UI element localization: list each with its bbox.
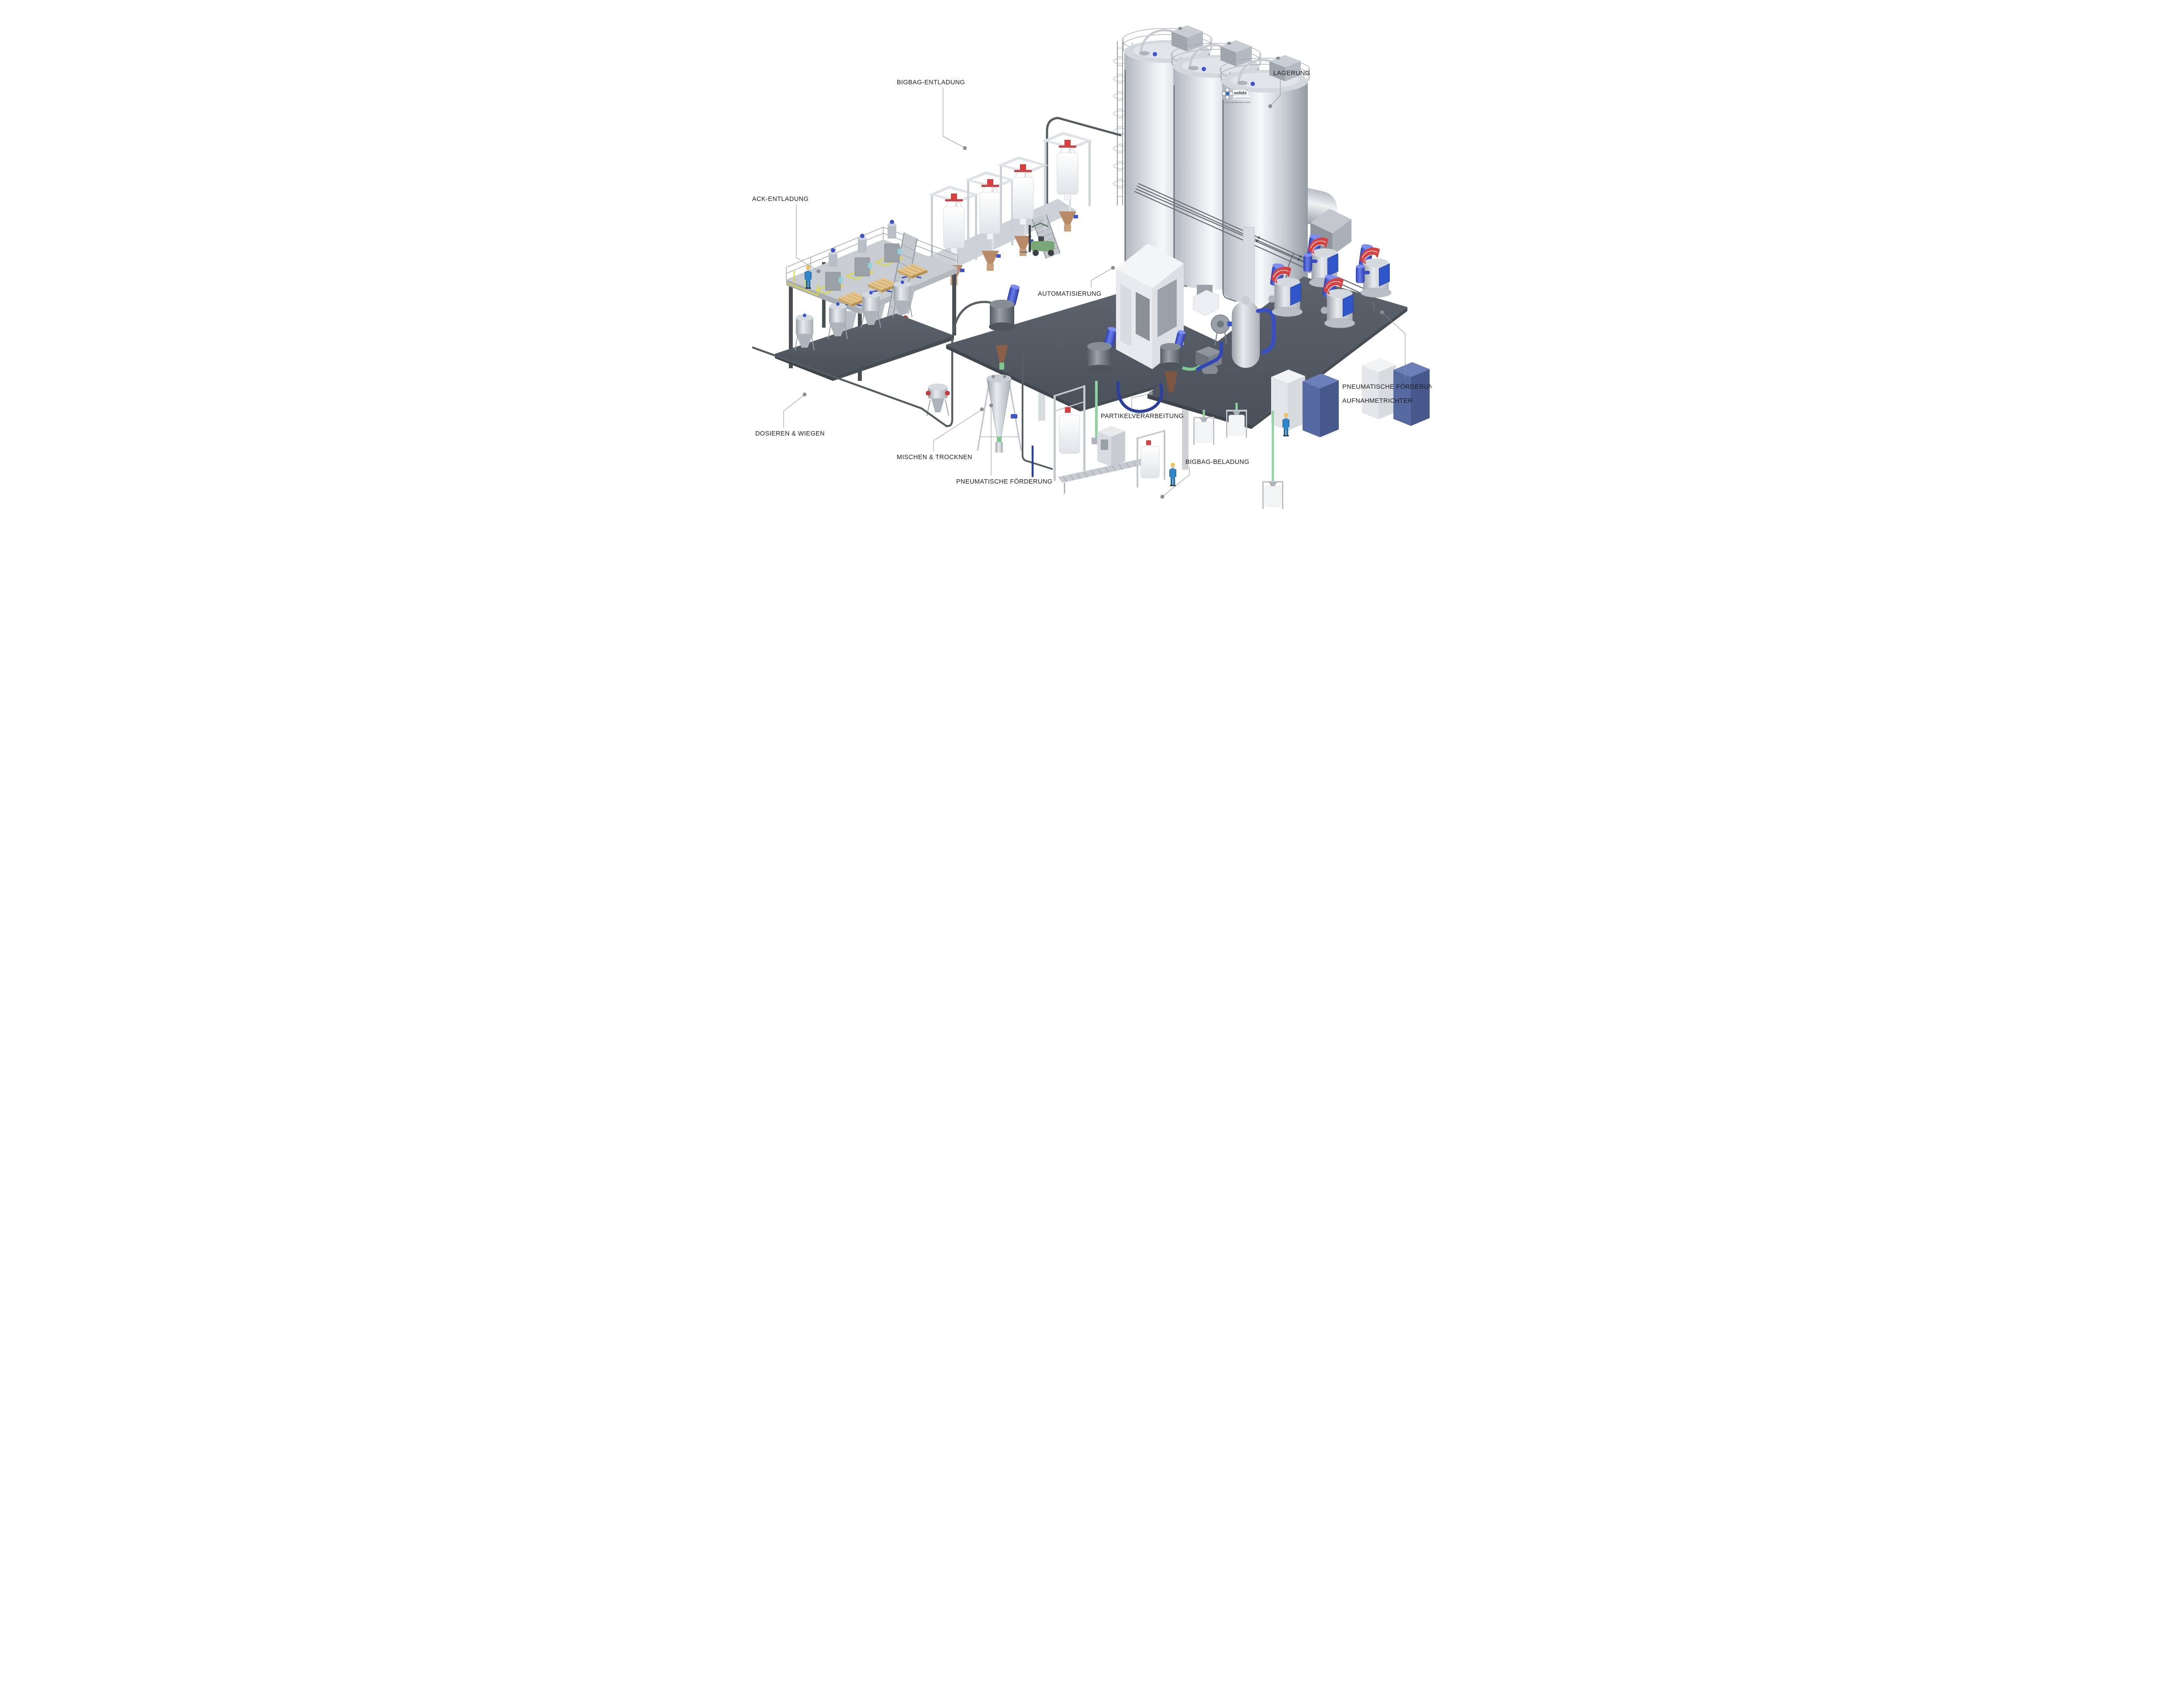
leader-sack-entladung (796, 204, 819, 271)
logo-tagline-text: Part of HOSOKAWA ALPINE (1225, 101, 1251, 104)
electrical-cabinets-2 (1362, 358, 1430, 426)
mill-blower-cluster (1196, 346, 1222, 374)
label-sack-entladung: ACK-ENTLADUNG (752, 196, 809, 203)
leader-lagerung (1270, 79, 1281, 106)
label-dosieren-wiegen: DOSIEREN & WIEGEN (755, 430, 825, 437)
label-pneumatische-foerderung-2-line1: PNEUMATISCHE FÖRDERUNG (1342, 383, 1432, 391)
leader-bigbag-entladung (943, 87, 965, 148)
fan-unit (1211, 315, 1235, 346)
dosing-platform (775, 314, 954, 377)
cyclone-receiver-2 (1086, 327, 1117, 373)
control-room-window-right (1158, 279, 1177, 337)
silo-brand-logo: solids ® solutions Part of HOSOKAWA ALPI… (1222, 88, 1251, 104)
pressure-vessel (1232, 296, 1276, 368)
duct-box (1193, 285, 1219, 316)
label-partikelverarbeitung: PARTIKELVERARBEITUNG (1101, 413, 1184, 420)
label-pneumatische-foerderung: PNEUMATISCHE FÖRDERUNG (956, 477, 1052, 485)
label-lagerung: LAGERUNG (1273, 70, 1310, 77)
label-mischen-trocknen: MISCHEN & TROCKNEN (897, 454, 972, 461)
leader-mischen-trocknen (933, 409, 982, 452)
conical-mixer (977, 374, 1022, 453)
fibc-station-3 (1262, 481, 1284, 509)
conveying-pipes-lower (752, 337, 954, 428)
label-automatisierung: AUTOMATISIERUNG (1038, 290, 1102, 297)
bigbag-unloading-area (916, 131, 1093, 286)
leader-partikelverarbeitung (1131, 393, 1151, 409)
annotations: BIGBAG-ENTLADUNG LAGERUNG ACK-ENTLADUNG … (752, 70, 1432, 499)
leader-aufnahmetrichter (1382, 313, 1406, 379)
control-room-window-left (1136, 292, 1150, 341)
label-pneumatische-foerderung-2-line2: AUFNAHMETRICHTER (1342, 398, 1413, 405)
logo-registered-mark: ® (1246, 89, 1248, 92)
cyclone-receiver-1 (989, 284, 1020, 331)
dosing-weighing-area (775, 280, 954, 416)
label-bigbag-entladung: BIGBAG-ENTLADUNG (897, 79, 965, 86)
bigbag-loading-area (1053, 385, 1176, 494)
sack-platform-deck (786, 239, 957, 308)
storage-silos: solids ® solutions Part of HOSOKAWA ALPI… (1113, 25, 1351, 304)
logo-brand-text: solids (1234, 91, 1247, 96)
forklift (1020, 222, 1054, 256)
processing-cyclone (1159, 330, 1186, 370)
worker-loading (1169, 463, 1176, 486)
leader-bigbag-beladung (1162, 467, 1190, 497)
label-bigbag-beladung: BIGBAG-BELADUNG (1185, 459, 1249, 466)
leader-automatisierung (1091, 268, 1113, 287)
electrical-cabinets-1 (1271, 370, 1339, 437)
leader-dosieren-wiegen (783, 394, 805, 428)
plant-diagram: solids ® solutions Part of HOSOKAWA ALPI… (752, 0, 1432, 510)
fibc-station-1 (1193, 416, 1215, 445)
logo-sub-text: solutions (1234, 97, 1250, 100)
pipe-bigbag-to-silo (1046, 117, 1122, 245)
control-room-door (1120, 284, 1131, 347)
logo-cross-icon (1222, 88, 1233, 99)
blue-return-pipe (1116, 381, 1164, 413)
bag-filling-machine (1097, 426, 1125, 467)
particle-processing-area (1116, 227, 1430, 509)
vibrating-sieve (926, 384, 950, 416)
